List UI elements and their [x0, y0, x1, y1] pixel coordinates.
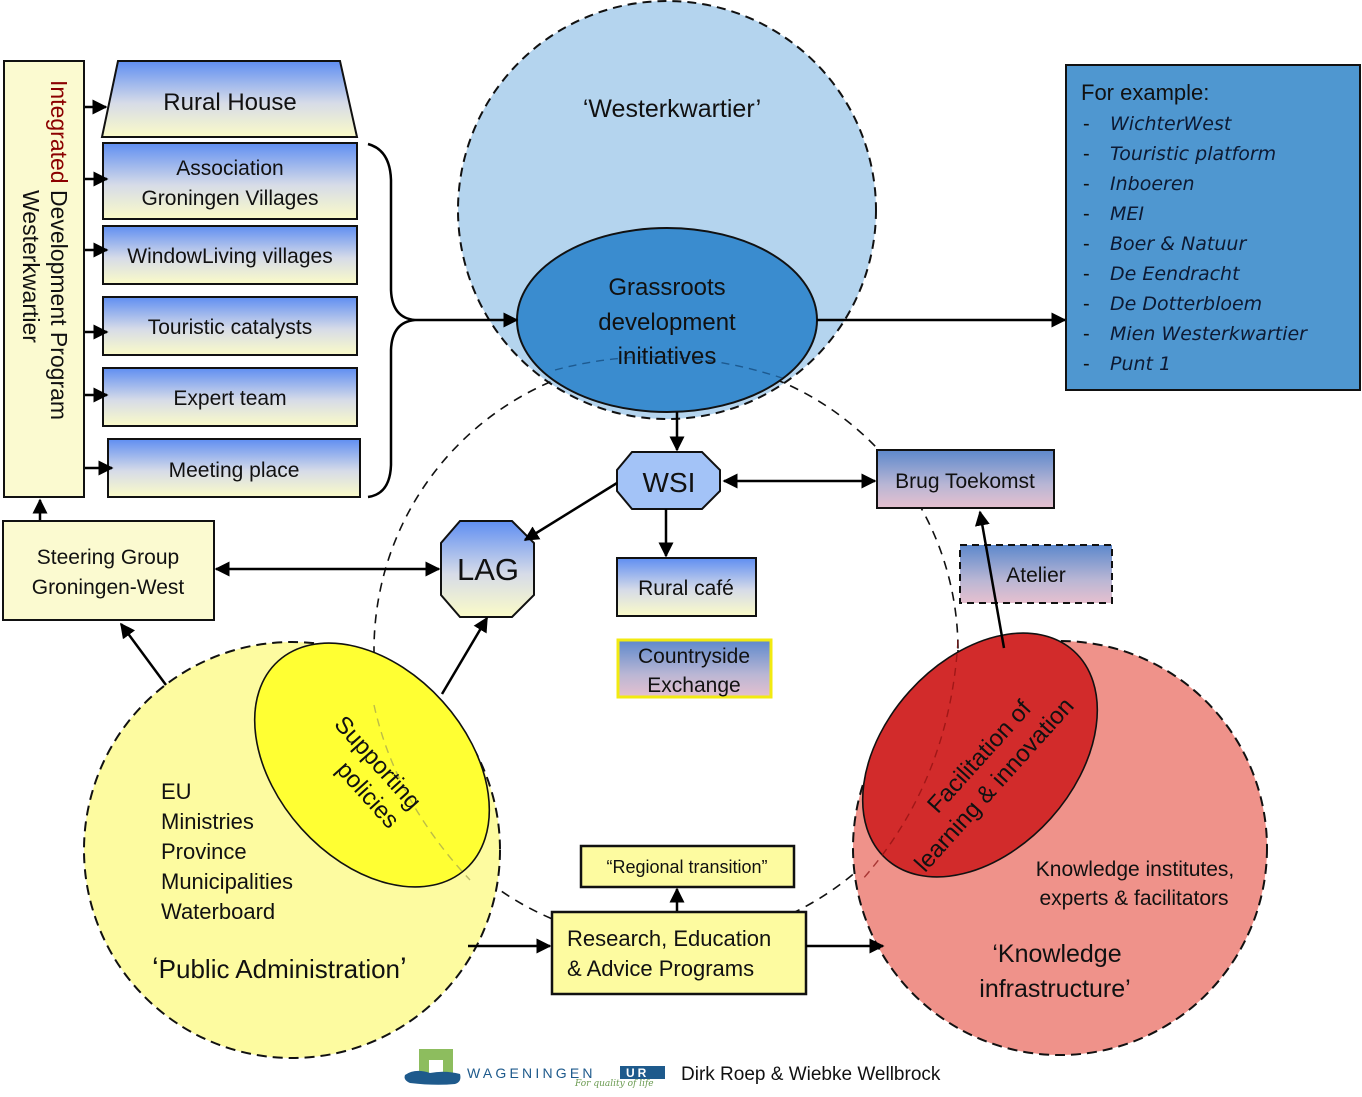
example-item: Punt 1	[1110, 353, 1171, 375]
logo-wave	[404, 1070, 461, 1085]
examples-heading: For example:	[1081, 80, 1209, 105]
regional-transition-label: “Regional transition”	[606, 857, 767, 877]
lag-node[interactable]	[440, 520, 535, 618]
rural-cafe-box[interactable]	[616, 557, 757, 617]
expert-team-label: Expert team	[173, 387, 286, 410]
example-item: WichterWest	[1110, 113, 1233, 135]
touristic-catalysts-label: Touristic catalysts	[148, 316, 313, 339]
example-item: Boer & Natuur	[1110, 233, 1247, 255]
examples-box[interactable]	[1065, 64, 1361, 391]
example-item: Inboeren	[1110, 173, 1195, 195]
supporting-policies-ellipse	[253, 642, 491, 888]
institutes-label-2: experts & facilitators	[1039, 887, 1228, 910]
examples-list: -WichterWest-Touristic platform-Inboeren…	[1083, 113, 1308, 375]
program-title: Integrated Development Program	[46, 80, 72, 420]
facilitation-ellipse	[861, 632, 1099, 878]
admin-member: Ministries	[161, 809, 254, 834]
lag-label: LAG	[457, 552, 519, 587]
logo-tagline: For quality of life	[574, 1079, 654, 1089]
example-item: De Dotterbloem	[1110, 293, 1262, 315]
public-admin-label: ‘Public Administration’	[152, 952, 407, 985]
knowledge-label-1: ‘Knowledge	[992, 940, 1121, 968]
brug-toekomst-label: Brug Toekomst	[895, 470, 1035, 493]
example-bullet: -	[1083, 353, 1090, 375]
rural-house-label: Rural House	[163, 89, 296, 116]
wageningen-logo: WAGENINGEN UR For quality of life	[404, 1049, 665, 1089]
admin-members-list: EU MinistriesProvinceMunicipalitiesWaterb…	[161, 779, 293, 924]
grouping-brace	[367, 142, 416, 499]
connector-arrows	[32, 412, 1006, 954]
meeting-place-label: Meeting place	[169, 459, 300, 482]
research-label-1: Research, Education	[567, 926, 771, 951]
steering-group-label-2: Groningen-West	[32, 576, 185, 599]
regional-circle	[373, 357, 959, 943]
wsi-node[interactable]	[616, 451, 721, 510]
windowliving-label: WindowLiving villages	[127, 245, 332, 268]
association-label-1: Association	[176, 157, 283, 180]
logo-word: WAGENINGEN	[467, 1065, 596, 1081]
steering-group-box[interactable]	[2, 520, 215, 621]
expert-team-box[interactable]	[102, 367, 358, 427]
rural-cafe-label: Rural café	[638, 577, 734, 600]
admin-member: Municipalities	[161, 869, 293, 894]
brug-toekomst-box[interactable]	[876, 449, 1055, 509]
grassroots-label-1: Grassroots	[608, 274, 725, 301]
knowledge-label-2: infrastructure’	[979, 975, 1130, 1003]
policies-overlap-line	[373, 704, 471, 881]
association-label-2: Groningen Villages	[141, 187, 318, 210]
program-arrows	[85, 99, 114, 476]
example-item: Touristic platform	[1110, 143, 1276, 165]
authors-credit: Dirk Roep & Wiebke Wellbrock	[681, 1064, 941, 1085]
grassroots-label-3: initiatives	[618, 343, 717, 370]
institutes-label-1: Knowledge institutes,	[1036, 858, 1234, 881]
example-bullet: -	[1083, 293, 1090, 315]
grassroots-overlap-line	[554, 356, 783, 379]
research-box[interactable]	[550, 910, 808, 996]
meeting-place-box[interactable]	[107, 438, 361, 498]
steering-group-label-1: Steering Group	[37, 546, 179, 569]
research-label-2: & Advice Programs	[567, 956, 754, 981]
countryside-exchange-box[interactable]	[616, 638, 773, 699]
association-box[interactable]	[102, 142, 358, 220]
wsi-label: WSI	[643, 467, 696, 498]
admin-member: Waterboard	[161, 899, 275, 924]
program-subtitle: Westerkwartier	[18, 190, 44, 343]
example-bullet: -	[1083, 323, 1090, 345]
example-bullet: -	[1083, 203, 1090, 225]
example-bullet: -	[1083, 263, 1090, 285]
example-item: MEI	[1110, 203, 1144, 225]
admin-member: EU	[161, 779, 192, 804]
westerkwartier-label: ‘Westerkwartier’	[583, 95, 761, 123]
logo-ur-block	[620, 1066, 665, 1079]
example-bullet: -	[1083, 143, 1090, 165]
atelier-box[interactable]	[959, 544, 1113, 604]
example-bullet: -	[1083, 173, 1090, 195]
logo-ur: UR	[626, 1066, 649, 1080]
regional-transition-box[interactable]	[579, 844, 796, 889]
example-bullet: -	[1083, 233, 1090, 255]
admin-member: Province	[161, 839, 247, 864]
atelier-label: Atelier	[1006, 564, 1066, 587]
grassroots-label-2: development	[598, 309, 736, 336]
program-box[interactable]	[3, 60, 85, 498]
example-item: De Eendracht	[1110, 263, 1241, 285]
example-item: Mien Westerkwartier	[1110, 323, 1308, 345]
countryside-exchange-label-1: Countryside	[638, 645, 750, 668]
facilitation-overlap-line	[861, 639, 959, 881]
example-bullet: -	[1083, 113, 1090, 135]
countryside-exchange-label-2: Exchange	[647, 674, 740, 697]
